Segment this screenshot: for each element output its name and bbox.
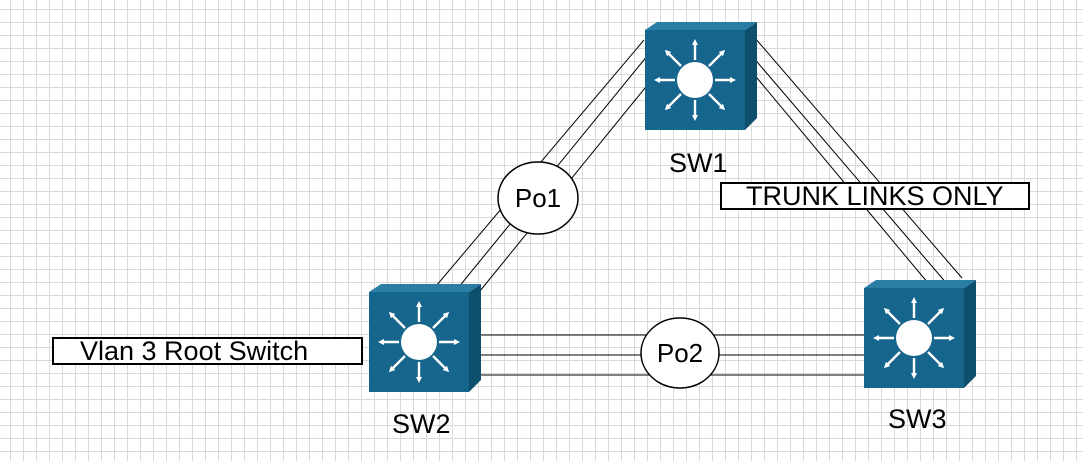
- po1-marker: Po1: [497, 161, 579, 235]
- sw3-label: SW3: [888, 404, 947, 434]
- sw2-label: SW2: [392, 409, 451, 439]
- sw3-switch-icon: [864, 280, 976, 388]
- trunk-links-note: TRUNK LINKS ONLY: [720, 182, 1030, 210]
- sw2-switch-icon: [369, 284, 481, 392]
- po2-marker: Po2: [640, 317, 720, 389]
- sw1-label: SW1: [669, 148, 728, 178]
- po2-label: Po2: [657, 338, 703, 368]
- sw1-switch-icon: [645, 22, 757, 130]
- vlan-root-note: Vlan 3 Root Switch: [52, 337, 363, 365]
- sw1-sw3-link-bundle: [751, 37, 963, 296]
- po1-label: Po1: [515, 183, 561, 213]
